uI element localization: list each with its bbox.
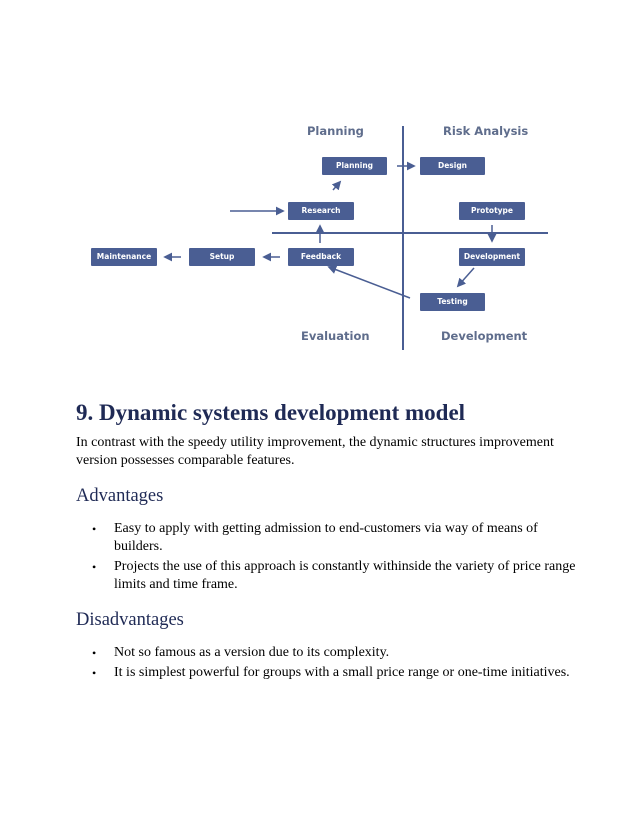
box-testing: Testing	[420, 293, 485, 311]
bullet-icon: •	[92, 666, 97, 680]
article-content: 9. Dynamic systems development model In …	[76, 398, 576, 684]
quadrant-label-planning: Planning	[307, 124, 364, 138]
box-prototype: Prototype	[459, 202, 525, 220]
bullet-icon: •	[92, 646, 97, 660]
list-item: • It is simplest powerful for groups with…	[92, 664, 576, 682]
list-item-text: Projects the use of this approach is con…	[114, 559, 576, 592]
list-item: • Not so famous as a version due to its c…	[92, 644, 576, 662]
arrow-development-to-testing	[456, 267, 475, 288]
list-item: • Easy to apply with getting admission to…	[92, 520, 576, 556]
box-setup: Setup	[189, 248, 255, 266]
disadvantages-list: • Not so famous as a version due to its c…	[76, 644, 576, 682]
quadrant-label-development: Development	[441, 329, 528, 343]
list-item-text: Not so famous as a version due to its co…	[114, 645, 390, 660]
list-item: • Projects the use of this approach is co…	[92, 558, 576, 594]
box-planning: Planning	[322, 157, 387, 175]
box-feedback: Feedback	[288, 248, 354, 266]
disadvantages-heading: Disadvantages	[76, 610, 184, 630]
quadrant-label-evaluation: Evaluation	[301, 329, 370, 343]
advantages-list: • Easy to apply with getting admission to…	[76, 520, 576, 594]
box-maintenance: Maintenance	[91, 248, 157, 266]
quadrant-label-risk-analysis: Risk Analysis	[443, 124, 529, 138]
advantages-heading: Advantages	[76, 486, 164, 506]
diagram-arrows	[163, 126, 548, 350]
list-item-text: It is simplest powerful for groups with …	[114, 665, 570, 680]
section-intro: In contrast with the speedy utility impr…	[76, 435, 554, 468]
arrow-testing-to-feedback	[327, 265, 411, 299]
arrow-research-to-planning	[331, 180, 342, 191]
spiral-model-diagram: Planning Risk Analysis Evaluation Develo…	[0, 0, 638, 380]
section-title: 9. Dynamic systems development model	[76, 400, 466, 425]
bullet-icon: •	[92, 522, 97, 536]
box-design: Design	[420, 157, 485, 175]
box-development: Development	[459, 248, 525, 266]
box-research: Research	[288, 202, 354, 220]
list-item-text: Easy to apply with getting admission to …	[114, 521, 538, 554]
bullet-icon: •	[92, 560, 97, 574]
